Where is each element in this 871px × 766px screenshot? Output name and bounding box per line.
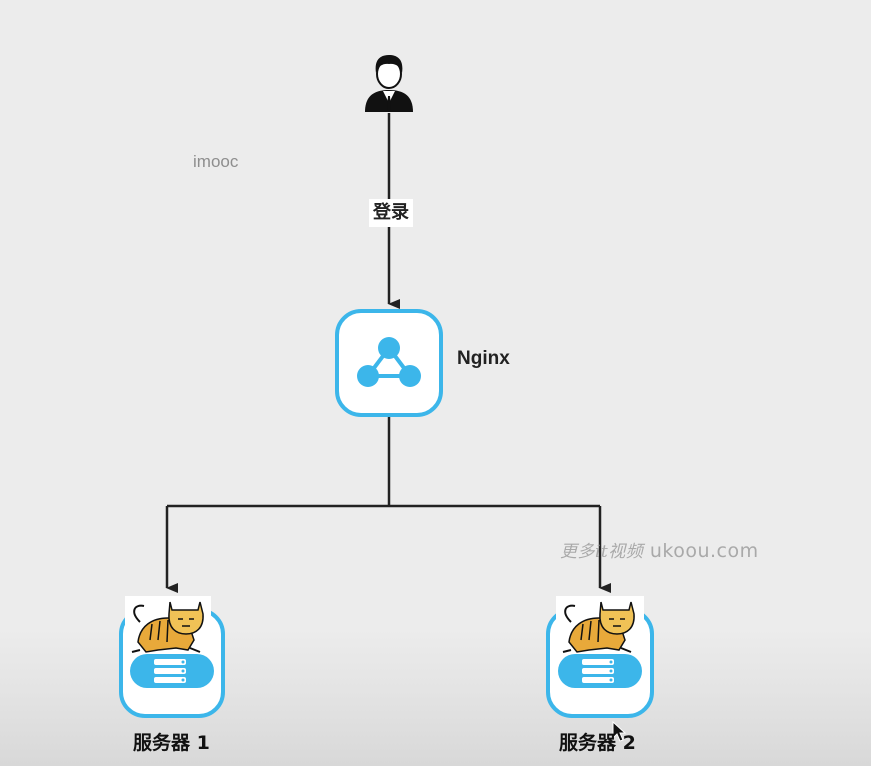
tomcat-icon bbox=[562, 601, 635, 653]
site-watermark-domain: ukoou.com bbox=[649, 540, 759, 562]
nginx-label: Nginx bbox=[457, 348, 510, 369]
edge-nginx-servers bbox=[165, 417, 611, 593]
user-icon[interactable] bbox=[365, 55, 413, 112]
server-stack-icon bbox=[130, 654, 214, 688]
tomcat-icon bbox=[131, 601, 204, 653]
cursor-icon bbox=[612, 720, 627, 742]
site-watermark-prefix: 更多it视频 bbox=[560, 542, 644, 562]
server-stack-icon bbox=[558, 654, 642, 688]
edge-label-login: 登录 bbox=[369, 199, 413, 227]
server1-node[interactable] bbox=[119, 596, 225, 718]
server2-node[interactable] bbox=[546, 596, 654, 718]
nginx-node[interactable] bbox=[335, 309, 443, 417]
imooc-watermark: imooc bbox=[193, 152, 239, 171]
share-network-icon bbox=[357, 337, 421, 387]
server1-label: 服务器 1 bbox=[133, 732, 210, 754]
site-watermark: 更多it视频 ukoou.com bbox=[560, 537, 759, 562]
server2-label: 服务器 2 bbox=[559, 732, 636, 754]
